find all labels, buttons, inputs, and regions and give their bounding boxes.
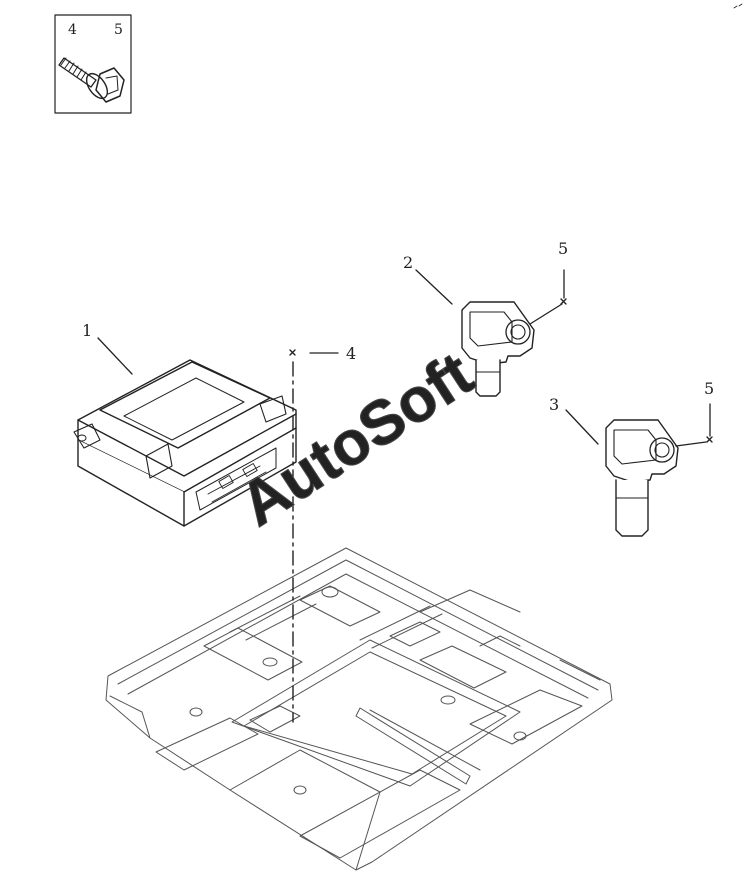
legend-label-5: 5 [114,22,123,38]
floor-pan-assembly [105,547,613,871]
impact-sensor-lower [605,419,679,537]
callout-5-upper: 5 [558,239,568,258]
fastener-legend-box: 4 5 [54,14,132,114]
legend-label-4: 4 [68,22,77,38]
callout-4: 4 [346,344,356,363]
callout-5-lower: 5 [704,379,714,398]
leader-lines [97,269,711,447]
callout-numbers: 1 2 3 4 5 5 [82,239,714,414]
impact-sensor-upper [461,301,535,397]
corner-mark [733,3,743,9]
callout-3: 3 [549,395,559,414]
callout-2: 2 [403,253,413,272]
callout-1: 1 [82,321,92,340]
bolt-icon [58,57,125,103]
fastener-markers [289,298,713,443]
control-module [73,359,297,527]
